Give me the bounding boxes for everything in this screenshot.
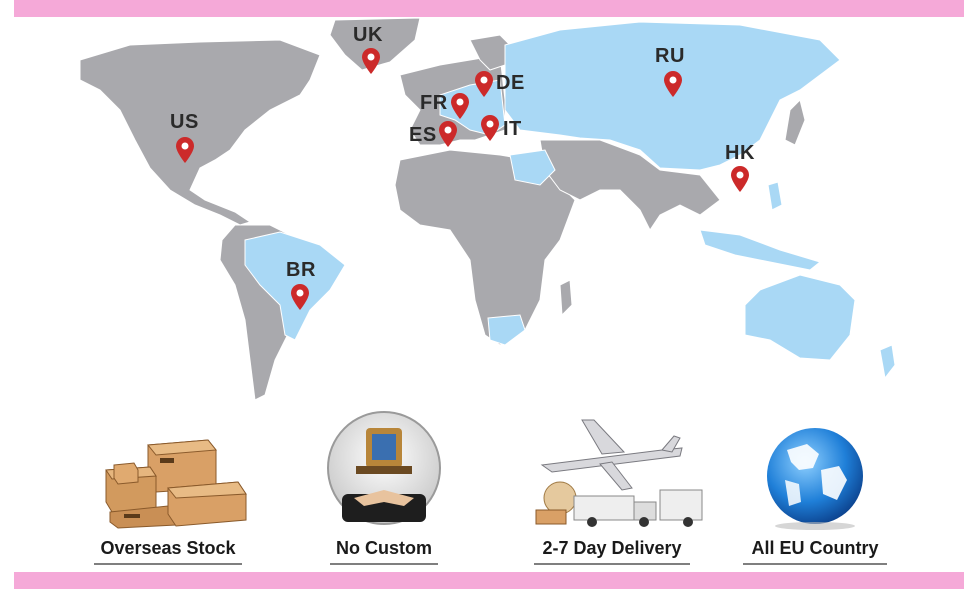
highlight-new-zealand [879,344,896,380]
world-map [79,17,896,401]
feature-overseas-stock: Overseas Stock [68,410,268,570]
map-pin-icon [481,115,499,141]
boxes-icon [105,439,247,529]
highlight-indonesia [699,229,822,271]
label-br: BR [286,259,316,281]
label-de: DE [496,72,525,94]
map-pin-icon [475,71,493,97]
handshake-icon [327,411,441,525]
map-pin-icon [664,71,682,97]
map-pin-icon [731,166,749,192]
highlight-australia [744,274,856,361]
plane-truck-icon [535,419,703,527]
highlight-philippines [767,181,783,211]
feature-all-eu: All EU Country [715,410,915,570]
map-pin-icon [451,93,469,119]
caption-overseas-stock: Overseas Stock [100,538,236,558]
underline-divider [743,563,887,565]
label-ru: RU [655,45,685,67]
caption-all-eu: All EU Country [751,538,879,558]
bottom-banner-bar [14,572,964,589]
highlight-south-africa [487,314,526,346]
label-us: US [170,111,199,133]
top-banner-bar [14,0,964,17]
label-hk: HK [725,142,755,164]
land-north-america [79,39,321,226]
caption-delivery: 2-7 Day Delivery [542,538,682,558]
map-pin-icon [362,48,380,74]
underline-divider [330,563,438,565]
highlight-arabia [509,149,556,186]
feature-no-custom: No Custom [284,410,484,570]
label-uk: UK [353,24,383,46]
underline-divider [94,563,242,565]
underline-divider [534,563,690,565]
land-japan [784,99,806,146]
land-south-asia [539,139,721,231]
feature-delivery: 2-7 Day Delivery [512,410,712,570]
caption-no-custom: No Custom [336,538,432,558]
globe-icon [767,428,863,530]
land-africa [394,149,576,346]
label-es: ES [409,124,437,146]
map-pin-icon [439,121,457,147]
land-madagascar [559,279,573,317]
label-fr: FR [420,92,448,114]
map-pin-icon [176,137,194,163]
map-pin-icon [291,284,309,310]
label-it: IT [503,118,522,140]
